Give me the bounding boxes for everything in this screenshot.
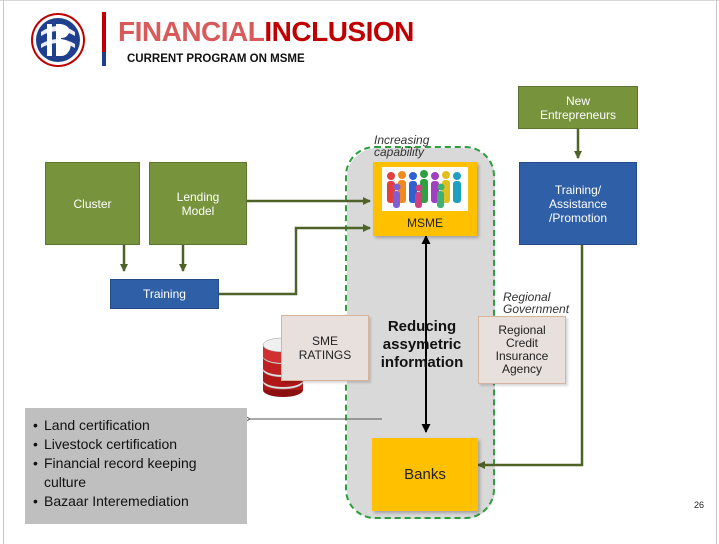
- slide-border-right: [716, 0, 717, 544]
- banks-box: Banks: [372, 438, 478, 511]
- msme-box: MSME: [373, 162, 477, 236]
- cluster-box: Cluster: [45, 162, 140, 245]
- title-separator-red: [102, 12, 106, 52]
- bullet-item: Bazaar Interemediation: [33, 492, 241, 511]
- reducing-information-label: Reducing assymetric information: [372, 318, 472, 372]
- lending-model-label-line1: Lending: [176, 189, 220, 204]
- sme-ratings-line1: SME: [311, 334, 338, 348]
- reducing-line3: information: [380, 354, 464, 371]
- bullet-panel: Land certification Livestock certificati…: [25, 408, 247, 524]
- increasing-capability-label: Increasing capability: [374, 134, 429, 158]
- lending-model-box: Lending Model: [149, 162, 247, 245]
- regional-government-label: Regional Government: [503, 291, 569, 315]
- banks-label: Banks: [404, 465, 446, 483]
- training-assistance-box: Training/ Assistance /Promotion: [519, 162, 637, 245]
- training-assistance-line1: Training/: [554, 182, 602, 197]
- title-part-inclusion: INCLUSION: [264, 16, 414, 47]
- slide-border-left: [3, 0, 4, 544]
- regional-government-line1: Regional: [503, 290, 551, 304]
- increasing-capability-line1: Increasing: [374, 133, 430, 147]
- increasing-capability-line2: capability: [374, 145, 425, 159]
- training-box: Training: [110, 279, 219, 309]
- arrow-training-to-msme: [219, 224, 371, 296]
- regional-agency-line3: Insurance: [495, 349, 549, 363]
- new-entrepreneurs-box: New Entrepreneurs: [518, 86, 638, 129]
- bank-indonesia-logo: [31, 13, 85, 67]
- new-entrepreneurs-line2: Entrepreneurs: [539, 107, 617, 122]
- sme-ratings-box: SME RATINGS: [281, 315, 369, 381]
- bullet-item: Land certification: [33, 416, 241, 435]
- training-assistance-line3: /Promotion: [548, 210, 608, 225]
- people-crowd-icon: [382, 167, 468, 211]
- title-part-financial: FINANCIAL: [118, 16, 265, 47]
- training-label: Training: [143, 287, 186, 301]
- slide-border-top: [0, 0, 719, 1]
- page-subtitle: CURRENT PROGRAM ON MSME: [127, 53, 305, 65]
- bullet-item: Financial record keeping culture: [33, 454, 241, 492]
- reducing-line2: assymetric: [382, 336, 462, 353]
- reducing-line1: Reducing: [387, 318, 457, 335]
- bullet-list: Land certification Livestock certificati…: [33, 416, 241, 511]
- regional-agency-line2: Credit: [505, 336, 538, 350]
- title-separator-blue: [102, 52, 106, 66]
- regional-agency-line1: Regional: [498, 323, 546, 337]
- lending-model-label-line2: Model: [181, 203, 215, 218]
- arrow-assistance-to-banks: [477, 245, 584, 469]
- training-assistance-line2: Assistance: [548, 196, 608, 211]
- new-entrepreneurs-line1: New: [565, 93, 590, 108]
- page-number: 26: [694, 500, 705, 510]
- regional-agency-line4: Agency: [501, 362, 543, 376]
- msme-label: MSME: [407, 216, 443, 230]
- sme-ratings-line2: RATINGS: [298, 348, 352, 362]
- cluster-label: Cluster: [73, 196, 112, 211]
- regional-credit-insurance-box: Regional Credit Insurance Agency: [478, 316, 566, 384]
- page-title: FINANCIALINCLUSION: [118, 16, 414, 48]
- bullet-item: Livestock certification: [33, 435, 241, 454]
- regional-government-line2: Government: [503, 302, 570, 316]
